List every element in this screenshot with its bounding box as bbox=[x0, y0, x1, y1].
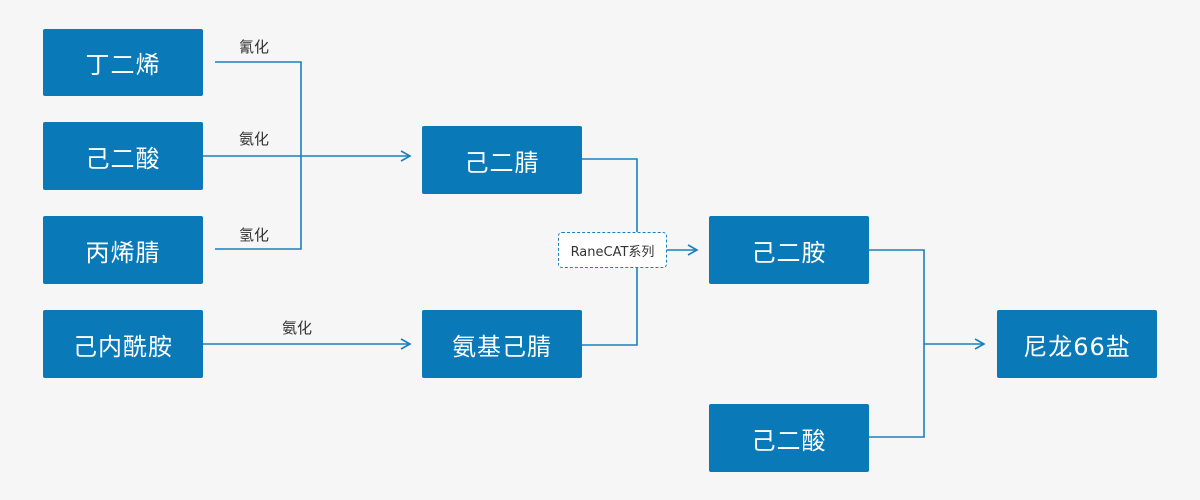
connector-acrylonitrile bbox=[215, 156, 302, 250]
connector-aminocapronitrile bbox=[582, 267, 638, 346]
node-acrylonitrile: 丙烯腈 bbox=[43, 216, 203, 284]
label-ammoniation-caprolactam: 氨化 bbox=[282, 319, 313, 337]
connector-butadiene bbox=[215, 61, 302, 156]
node-caprolactam: 己内酰胺 bbox=[43, 310, 203, 378]
node-hexamethylenediamine: 己二胺 bbox=[709, 216, 869, 284]
connector-adiponitrile bbox=[582, 158, 638, 232]
node-adipic-acid-top: 己二酸 bbox=[43, 122, 203, 190]
label-cyanation: 氰化 bbox=[239, 38, 270, 56]
label-hydrogenation: 氢化 bbox=[239, 226, 270, 244]
node-nylon66-salt: 尼龙66盐 bbox=[997, 310, 1157, 378]
node-butadiene: 丁二烯 bbox=[43, 29, 203, 96]
node-adipic-acid-bottom: 己二酸 bbox=[709, 404, 869, 472]
node-aminocapronitrile: 氨基己腈 bbox=[422, 310, 582, 378]
label-ammoniation-adipic: 氨化 bbox=[239, 130, 270, 148]
node-adiponitrile: 己二腈 bbox=[422, 126, 582, 194]
connector-hexamethylenediamine bbox=[869, 249, 925, 438]
catalyst-badge: RaneCAT系列 bbox=[558, 232, 667, 268]
